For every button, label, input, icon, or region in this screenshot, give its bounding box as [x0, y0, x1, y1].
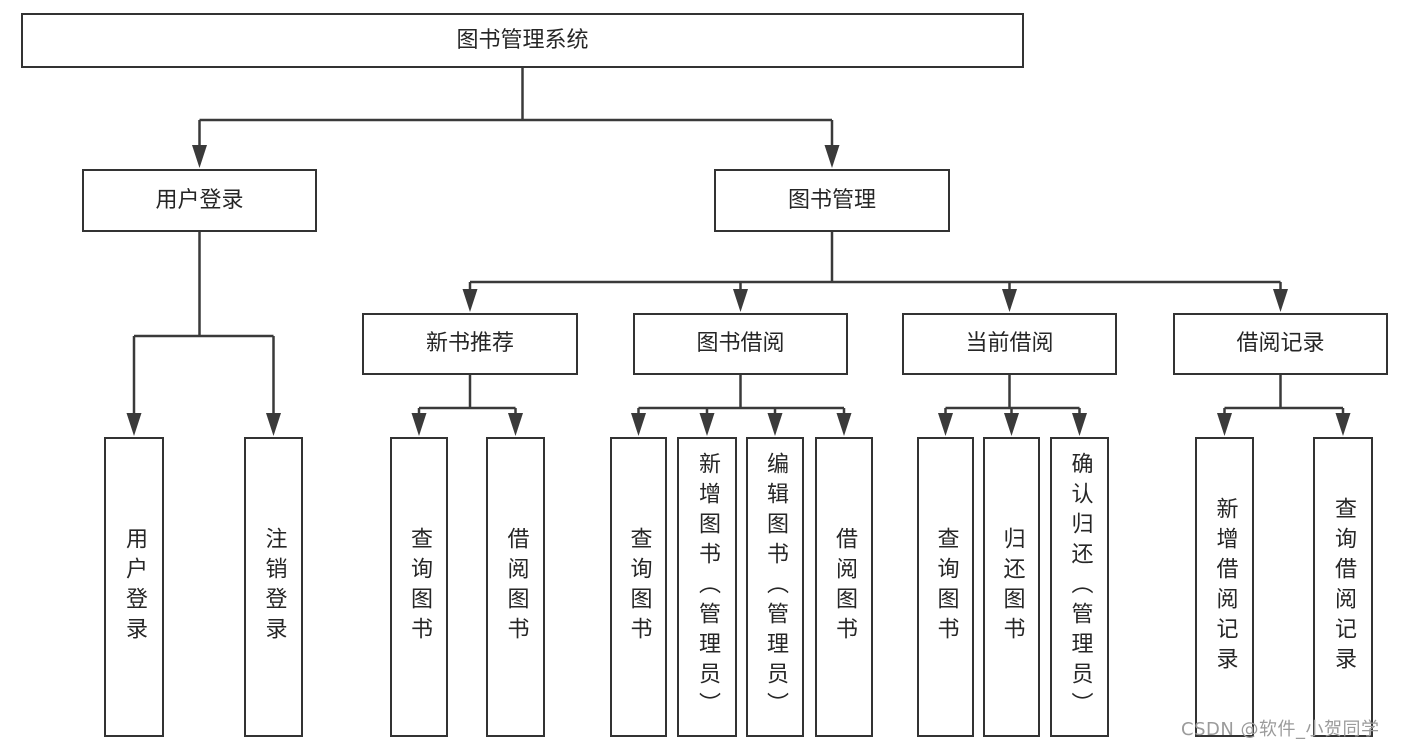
node-label: 编辑图书（管理员） — [763, 452, 788, 722]
watermark: CSDN @软件_小贺同学 — [1181, 719, 1380, 740]
node-leaf-br-query-record: 查询借阅记录 — [1313, 437, 1373, 737]
node-label: 确认归还（管理员） — [1067, 452, 1093, 722]
node-label: 当前借阅 — [965, 331, 1054, 356]
node-label: 新增借阅记录 — [1212, 497, 1238, 677]
node-label: 查询图书 — [626, 527, 652, 647]
node-label: 归还图书 — [999, 527, 1025, 647]
node-label: 借阅记录 — [1236, 331, 1325, 356]
node-label: 新书推荐 — [425, 331, 514, 356]
node-root: 图书管理系统 — [21, 13, 1024, 68]
node-leaf-user-login: 用户登录 — [104, 437, 164, 737]
node-label: 查询借阅记录 — [1331, 497, 1356, 677]
node-leaf-bb-add-book: 新增图书（管理员） — [677, 437, 737, 737]
node-label: 借阅图书 — [832, 527, 857, 647]
node-label: 注销登录 — [261, 527, 287, 647]
node-label: 图书管理系统 — [456, 27, 589, 53]
node-label: 新增图书（管理员） — [695, 452, 720, 722]
node-new-book-recommend: 新书推荐 — [362, 313, 578, 375]
node-label: 查询图书 — [933, 527, 959, 647]
node-label: 图书借阅 — [696, 331, 785, 356]
node-book-borrowing: 图书借阅 — [633, 313, 848, 375]
node-book-management: 图书管理 — [714, 169, 950, 232]
node-label: 图书管理 — [787, 187, 876, 213]
node-leaf-bb-query-book: 查询图书 — [610, 437, 667, 737]
node-leaf-bb-borrow-book: 借阅图书 — [815, 437, 873, 737]
node-borrow-records: 借阅记录 — [1173, 313, 1388, 375]
node-leaf-cb-return-book: 归还图书 — [983, 437, 1040, 737]
node-leaf-nbr-borrow-book: 借阅图书 — [486, 437, 545, 737]
node-user-login: 用户登录 — [82, 169, 317, 232]
node-leaf-nbr-query-book: 查询图书 — [390, 437, 448, 737]
node-leaf-bb-edit-book: 编辑图书（管理员） — [746, 437, 804, 737]
node-label: 用户登录 — [155, 187, 244, 213]
node-leaf-logout: 注销登录 — [244, 437, 303, 737]
node-label: 查询图书 — [407, 527, 432, 647]
node-label: 借阅图书 — [503, 527, 529, 647]
node-leaf-cb-query-book: 查询图书 — [917, 437, 974, 737]
node-current-borrowing: 当前借阅 — [902, 313, 1117, 375]
node-label: 用户登录 — [122, 527, 147, 647]
node-leaf-cb-confirm-return: 确认归还（管理员） — [1050, 437, 1109, 737]
node-leaf-br-add-record: 新增借阅记录 — [1195, 437, 1254, 737]
